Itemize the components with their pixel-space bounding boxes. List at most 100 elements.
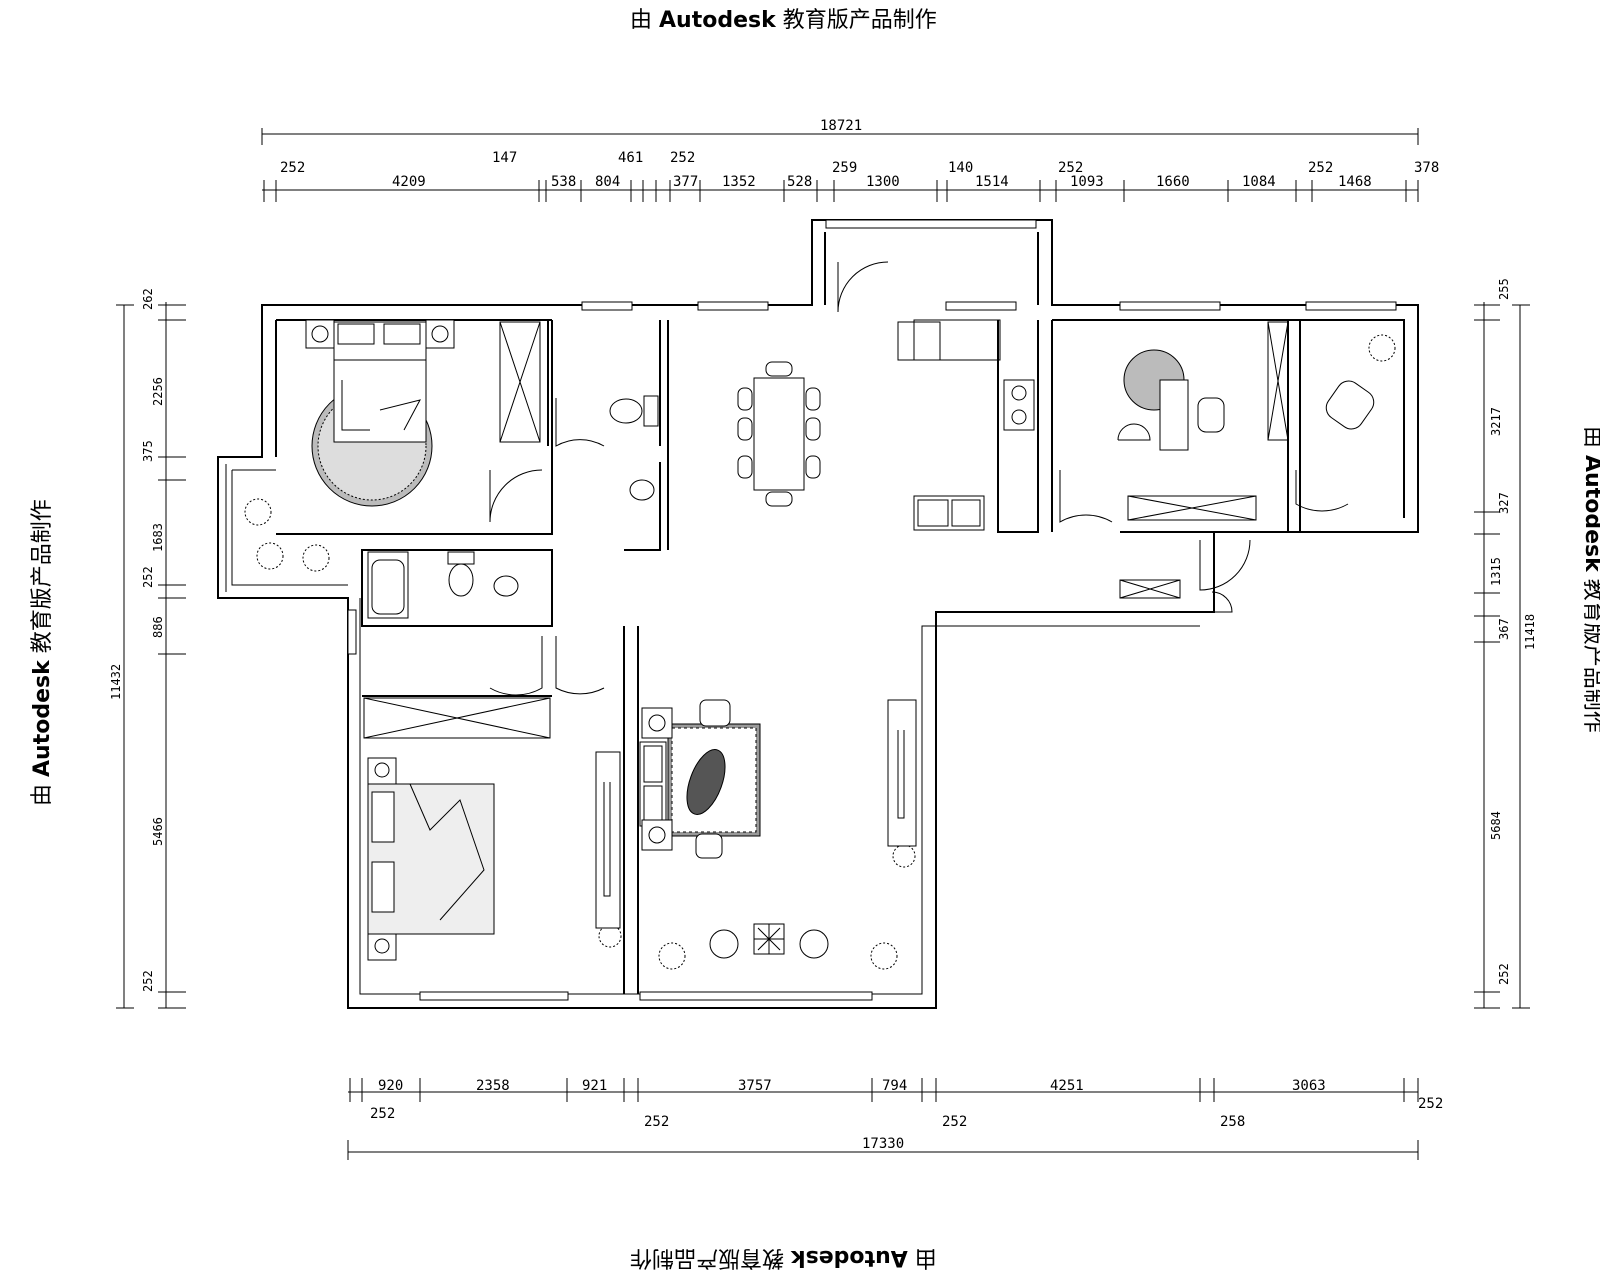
dim-top-lower-5: 377 — [673, 174, 698, 190]
bathroom-fixtures — [367, 395, 659, 619]
windows — [347, 219, 1397, 1001]
watermark-suffix: 教育版产品制作 — [782, 8, 937, 33]
dim-top-upper-7: 252 — [1308, 160, 1333, 176]
dim-left-1: 262 — [141, 288, 155, 310]
dim-top-lower-9: 1514 — [975, 174, 1009, 190]
dim-right-3: 327 — [1497, 492, 1511, 514]
sink-icon — [629, 479, 655, 501]
bottom-dimension-chain: 920 2358 921 3757 794 4251 3063 252 252 … — [347, 1078, 1443, 1160]
dim-left-5: 252 — [141, 566, 155, 588]
chair-icon — [1197, 397, 1225, 433]
dim-left-7: 5466 — [151, 817, 165, 846]
armchair-icon — [1325, 380, 1375, 430]
dining-table — [753, 377, 805, 491]
study-furniture — [1117, 349, 1375, 451]
dim-bottom-upper-5: 794 — [882, 1078, 907, 1094]
dim-bottom-upper-3: 921 — [582, 1078, 607, 1094]
plant-icon — [658, 942, 686, 970]
dim-top-lower-8: 1300 — [866, 174, 900, 190]
sink-icon — [913, 495, 985, 531]
dim-top-lower-1: 252 — [280, 160, 305, 176]
dim-top-upper-1: 147 — [492, 150, 517, 166]
dim-left-total: 11432 — [109, 664, 123, 700]
dim-left-8: 252 — [141, 970, 155, 992]
dim-top-total: 18721 — [820, 118, 862, 134]
plant-icon — [302, 544, 330, 572]
bathtub — [367, 551, 409, 619]
dim-bottom-upper-6: 4251 — [1050, 1078, 1084, 1094]
toilet-icon — [643, 395, 659, 427]
dim-top-lower-7: 528 — [787, 174, 812, 190]
doors — [489, 261, 1349, 696]
desk — [1159, 379, 1189, 451]
chair-icon — [709, 929, 739, 959]
dim-top-lower-6: 1352 — [722, 174, 756, 190]
dim-top-lower-13: 1468 — [1338, 174, 1372, 190]
side-table — [641, 819, 673, 851]
dim-top-lower-11: 1660 — [1156, 174, 1190, 190]
dim-top-upper-2: 461 — [618, 150, 643, 166]
dim-left-6: 886 — [151, 616, 165, 638]
dim-right-6: 5684 — [1489, 811, 1503, 840]
nightstand-icon — [367, 933, 397, 961]
left-dimension-chain: 262 2256 375 1683 252 886 5466 252 11432 — [109, 288, 186, 1009]
dim-top-lower-3: 538 — [551, 174, 576, 190]
dim-right-1: 255 — [1497, 278, 1511, 300]
dim-bottom-lower-4: 258 — [1220, 1114, 1245, 1130]
kitchen-fixtures — [897, 321, 1035, 531]
master-bedroom-furniture — [305, 319, 455, 507]
dim-top-lower-2: 4209 — [392, 174, 426, 190]
wardrobes — [363, 321, 1289, 739]
dim-bottom-upper-7: 3063 — [1292, 1078, 1326, 1094]
dim-top-upper-4: 259 — [832, 160, 857, 176]
dim-bottom-upper-1: 920 — [378, 1078, 403, 1094]
interior-walls — [276, 319, 1301, 994]
right-dimension-chain: 255 3217 327 1315 367 5684 252 11418 — [1474, 278, 1537, 1009]
watermark-top: 由 Autodesk 教育版产品制作 — [630, 2, 937, 34]
dim-right-5: 367 — [1497, 618, 1511, 640]
toilet-icon — [447, 551, 475, 565]
dim-right-7: 252 — [1497, 963, 1511, 985]
dim-top-lower-12: 1084 — [1242, 174, 1276, 190]
plant-icon — [598, 924, 622, 948]
dim-top-lower-14: 378 — [1414, 160, 1439, 176]
balcony-plants — [244, 334, 1396, 970]
coffee-table — [686, 749, 726, 815]
dim-right-total: 11418 — [1523, 614, 1537, 650]
watermark-prefix: 由 — [630, 8, 653, 33]
dim-bottom-total: 17330 — [862, 1136, 904, 1152]
dim-right-2: 3217 — [1489, 407, 1503, 436]
top-dimension-chain: 18721 252 4209 538 804 377 1352 528 1300… — [261, 118, 1439, 202]
plant-icon — [870, 942, 898, 970]
dim-bottom-lower-1: 252 — [370, 1106, 395, 1122]
nightstand-icon — [305, 319, 335, 349]
side-table — [641, 707, 673, 739]
dim-top-lower-10: 1093 — [1070, 174, 1104, 190]
armchair-icon — [699, 699, 731, 727]
dim-bottom-lower-2: 252 — [644, 1114, 669, 1130]
dim-left-3: 375 — [141, 440, 155, 462]
second-bedroom-furniture — [367, 751, 621, 961]
tv-cabinet — [887, 699, 917, 847]
dim-top-upper-3: 252 — [670, 150, 695, 166]
dim-top-lower-4: 804 — [595, 174, 620, 190]
sink-icon — [493, 575, 519, 597]
tv-cabinet — [595, 751, 621, 929]
living-room-furniture — [639, 699, 917, 959]
dim-top-upper-6: 252 — [1058, 160, 1083, 176]
plant-icon — [1368, 334, 1396, 362]
fridge — [897, 321, 941, 361]
dim-bottom-lower-5: 252 — [1418, 1096, 1443, 1112]
dim-right-4: 1315 — [1489, 557, 1503, 586]
dim-top-upper-5: 140 — [948, 160, 973, 176]
dining-set — [737, 361, 821, 507]
plant-icon — [256, 542, 284, 570]
nightstand-icon — [367, 757, 397, 785]
dim-bottom-lower-3: 252 — [942, 1114, 967, 1130]
chair-icon — [799, 929, 829, 959]
plant-icon — [892, 844, 916, 868]
dim-left-2: 2256 — [151, 377, 165, 406]
dim-bottom-upper-2: 2358 — [476, 1078, 510, 1094]
dim-bottom-upper-4: 3757 — [738, 1078, 772, 1094]
